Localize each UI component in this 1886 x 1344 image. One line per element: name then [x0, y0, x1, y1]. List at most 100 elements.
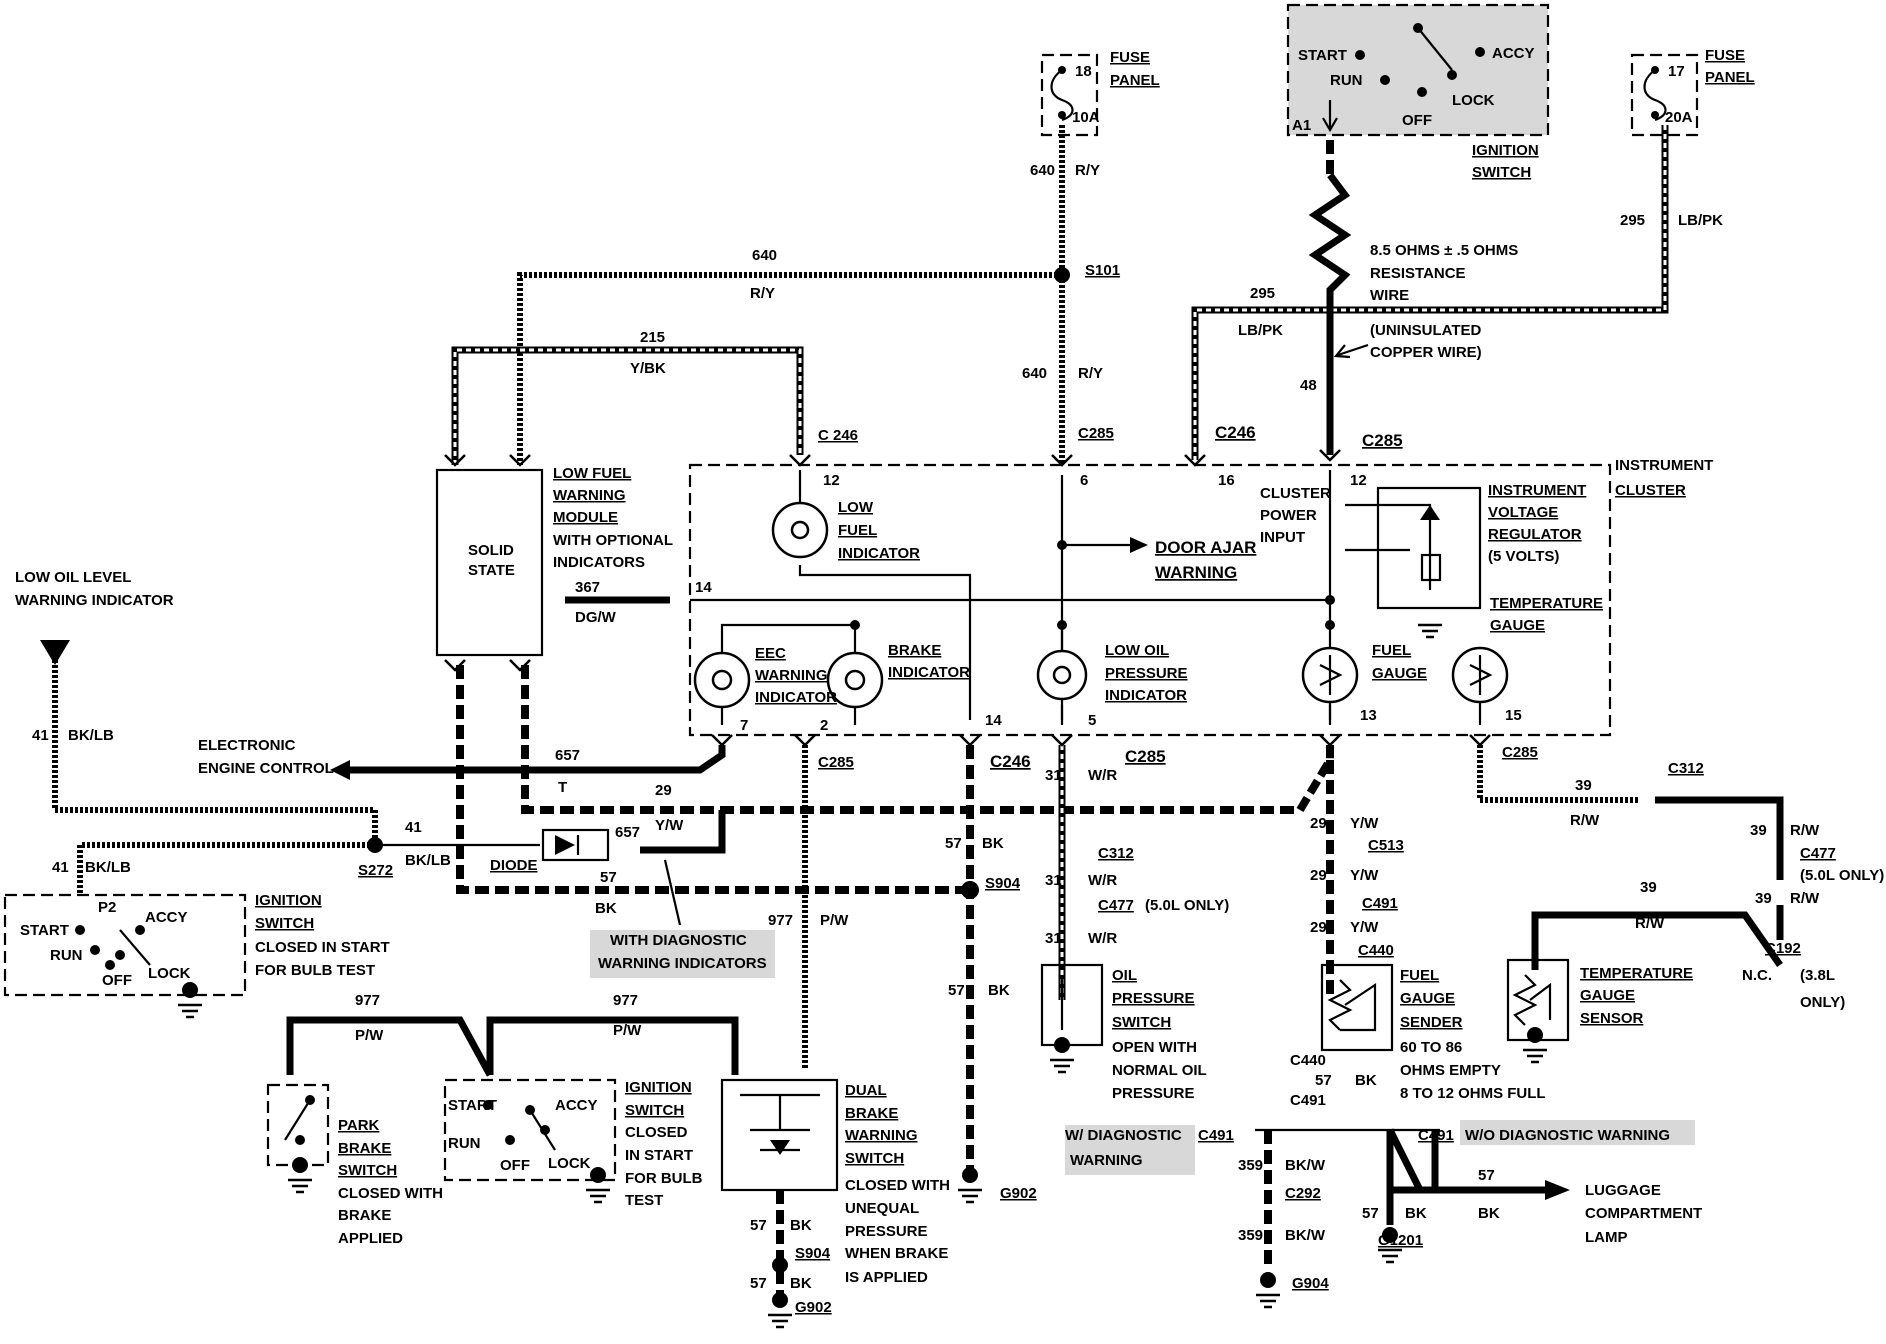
lbl-41-b: 41 [405, 819, 422, 836]
dual-l8: WHEN BRAKE [845, 1245, 948, 1262]
brake-ind-l1: BRAKE [888, 642, 941, 659]
lbl-57-d: 57 [1362, 1205, 1379, 1222]
brake-ind-l2: INDICATOR [888, 664, 970, 681]
power-l1: CLUSTER [1260, 485, 1331, 502]
ivr-l3: REGULATOR [1488, 526, 1582, 543]
lbl-359-b: 359 [1238, 1227, 1263, 1244]
dual-l2: BRAKE [845, 1105, 898, 1122]
lbl-rw-d: R/W [1635, 915, 1665, 932]
park-l5: BRAKE [338, 1207, 391, 1224]
ign-top-label2: SWITCH [1472, 164, 1531, 181]
lbl-57-a: 57 [600, 869, 617, 886]
lbl-bklb-b: BK/LB [405, 852, 451, 869]
park-l1: PARK [338, 1117, 380, 1134]
lbl-657-b: 657 [615, 824, 640, 841]
ign-mid-l6: TEST [625, 1192, 663, 1209]
diode-label: DIODE [490, 857, 538, 874]
lbl-c491-c: C491 [1198, 1127, 1234, 1144]
park-l3: SWITCH [338, 1162, 397, 1179]
lol-l2: WARNING INDICATOR [15, 592, 174, 609]
pin-12-a: 12 [823, 472, 840, 489]
lbl-39-b: 39 [1750, 822, 1767, 839]
oil-l6: PRESSURE [1112, 1085, 1195, 1102]
lbl-c477-a: C477 [1098, 897, 1134, 914]
lbl-c292: C292 [1285, 1185, 1321, 1202]
lbl-c312-a: C312 [1098, 845, 1134, 862]
lbl-57-c: 57 [948, 982, 965, 999]
wdiag-l2: WARNING [1070, 1152, 1143, 1169]
wires [52, 125, 1784, 1300]
ign-left-lock: LOCK [148, 965, 191, 982]
module-solid2: STATE [468, 562, 515, 579]
lbl-bk-b: BK [982, 835, 1004, 852]
lbl-c491-d: C491 [1418, 1127, 1454, 1144]
lbl-pw-a: P/W [820, 912, 849, 929]
lbl-c285-center: C285 [1125, 747, 1166, 766]
temp-gauge-l2: GAUGE [1490, 617, 1545, 634]
diag-l2: WARNING INDICATORS [598, 955, 767, 972]
lbl-dgw: DG/W [575, 609, 617, 626]
pin-14-a: 14 [695, 579, 712, 596]
lbl-c285-lower: C285 [818, 754, 854, 771]
fuse-18-num: 18 [1075, 63, 1092, 80]
lbl-pw-b: P/W [355, 1027, 384, 1044]
diag-l1: WITH DIAGNOSTIC [610, 932, 747, 949]
fuse-17-label2: PANEL [1705, 69, 1755, 86]
rw-line3: WIRE [1370, 287, 1409, 304]
lbl-s904-a: S904 [985, 875, 1021, 892]
lbl-bk-f: BK [1355, 1072, 1377, 1089]
lbl-c491-a: C491 [1362, 895, 1398, 912]
module-l4: WITH OPTIONAL [553, 532, 673, 549]
lbl-bklb-a: BK/LB [68, 727, 114, 744]
lbl-c285-right: C285 [1362, 431, 1403, 450]
fuse-17-amp: 20A [1665, 109, 1693, 126]
fuse-17-num: 17 [1668, 63, 1685, 80]
ign-left-run: RUN [50, 947, 83, 964]
lbl-pw-c: P/W [613, 1022, 642, 1039]
rw-line2: RESISTANCE [1370, 265, 1466, 282]
park-l4: CLOSED WITH [338, 1185, 443, 1202]
low-fuel-l3: INDICATOR [838, 545, 920, 562]
lbl-c477-note-b: (5.0L ONLY) [1800, 867, 1884, 884]
ignition-switch-left: START RUN OFF ACCY LOCK P2 IGNITION SWIT… [3, 892, 390, 1019]
ivr-l2: VOLTAGE [1488, 504, 1558, 521]
lbl-c513: C513 [1368, 837, 1404, 854]
ign-left-p2: P2 [98, 899, 116, 916]
lbl-t: T [558, 779, 567, 796]
ign-top-off: OFF [1402, 112, 1432, 129]
lol-l1: LOW OIL LEVEL [15, 569, 131, 586]
lbl-977-b: 977 [355, 992, 380, 1009]
lop-l3: INDICATOR [1105, 687, 1187, 704]
ts-l3: SENSOR [1580, 1010, 1644, 1027]
lbl-bk-c: BK [988, 982, 1010, 999]
eec-l3: INDICATOR [755, 689, 837, 706]
lbl-ry-a: R/Y [1075, 162, 1100, 179]
pin-14-b: 14 [985, 712, 1002, 729]
lbl-wr-c: W/R [1088, 930, 1117, 947]
lbl-s101: S101 [1085, 262, 1120, 279]
lbl-c192-note1: (3.8L [1800, 967, 1835, 984]
pin-12-b: 12 [1350, 472, 1367, 489]
ts-l1: TEMPERATURE [1580, 965, 1693, 982]
temp-gauge-l1: TEMPERATURE [1490, 595, 1603, 612]
eec-left-l1: ELECTRONIC [198, 737, 296, 754]
lbl-c192-note2: ONLY) [1800, 994, 1845, 1011]
low-fuel-module: SOLID STATE LOW FUEL WARNING MODULE WITH… [435, 465, 673, 657]
instrument-cluster-l2: CLUSTER [1615, 482, 1686, 499]
power-l2: POWER [1260, 507, 1317, 524]
luggage-l3: LAMP [1585, 1229, 1628, 1246]
lbl-c440-b: C440 [1290, 1052, 1326, 1069]
lbl-29-c: 29 [1310, 867, 1327, 884]
sender-l4: 60 TO 86 [1400, 1039, 1462, 1056]
lbl-rw-a: R/W [1570, 812, 1600, 829]
ignition-switch-top: START RUN ACCY LOCK OFF A1 IGNITION SWIT… [1286, 3, 1550, 181]
ignition-switch-middle: START RUN OFF ACCY LOCK IGNITION SWITCH … [443, 1078, 703, 1209]
lbl-g1201: G1201 [1378, 1232, 1423, 1249]
pin-15: 15 [1505, 707, 1522, 724]
low-fuel-l2: FUEL [838, 522, 877, 539]
ign-top-accy: ACCY [1492, 45, 1535, 62]
lbl-s904-b: S904 [795, 1245, 831, 1262]
pin-16: 16 [1218, 472, 1235, 489]
park-brake-switch: PARK BRAKE SWITCH CLOSED WITH BRAKE APPL… [266, 1083, 443, 1247]
lbl-977-a: 977 [768, 912, 793, 929]
